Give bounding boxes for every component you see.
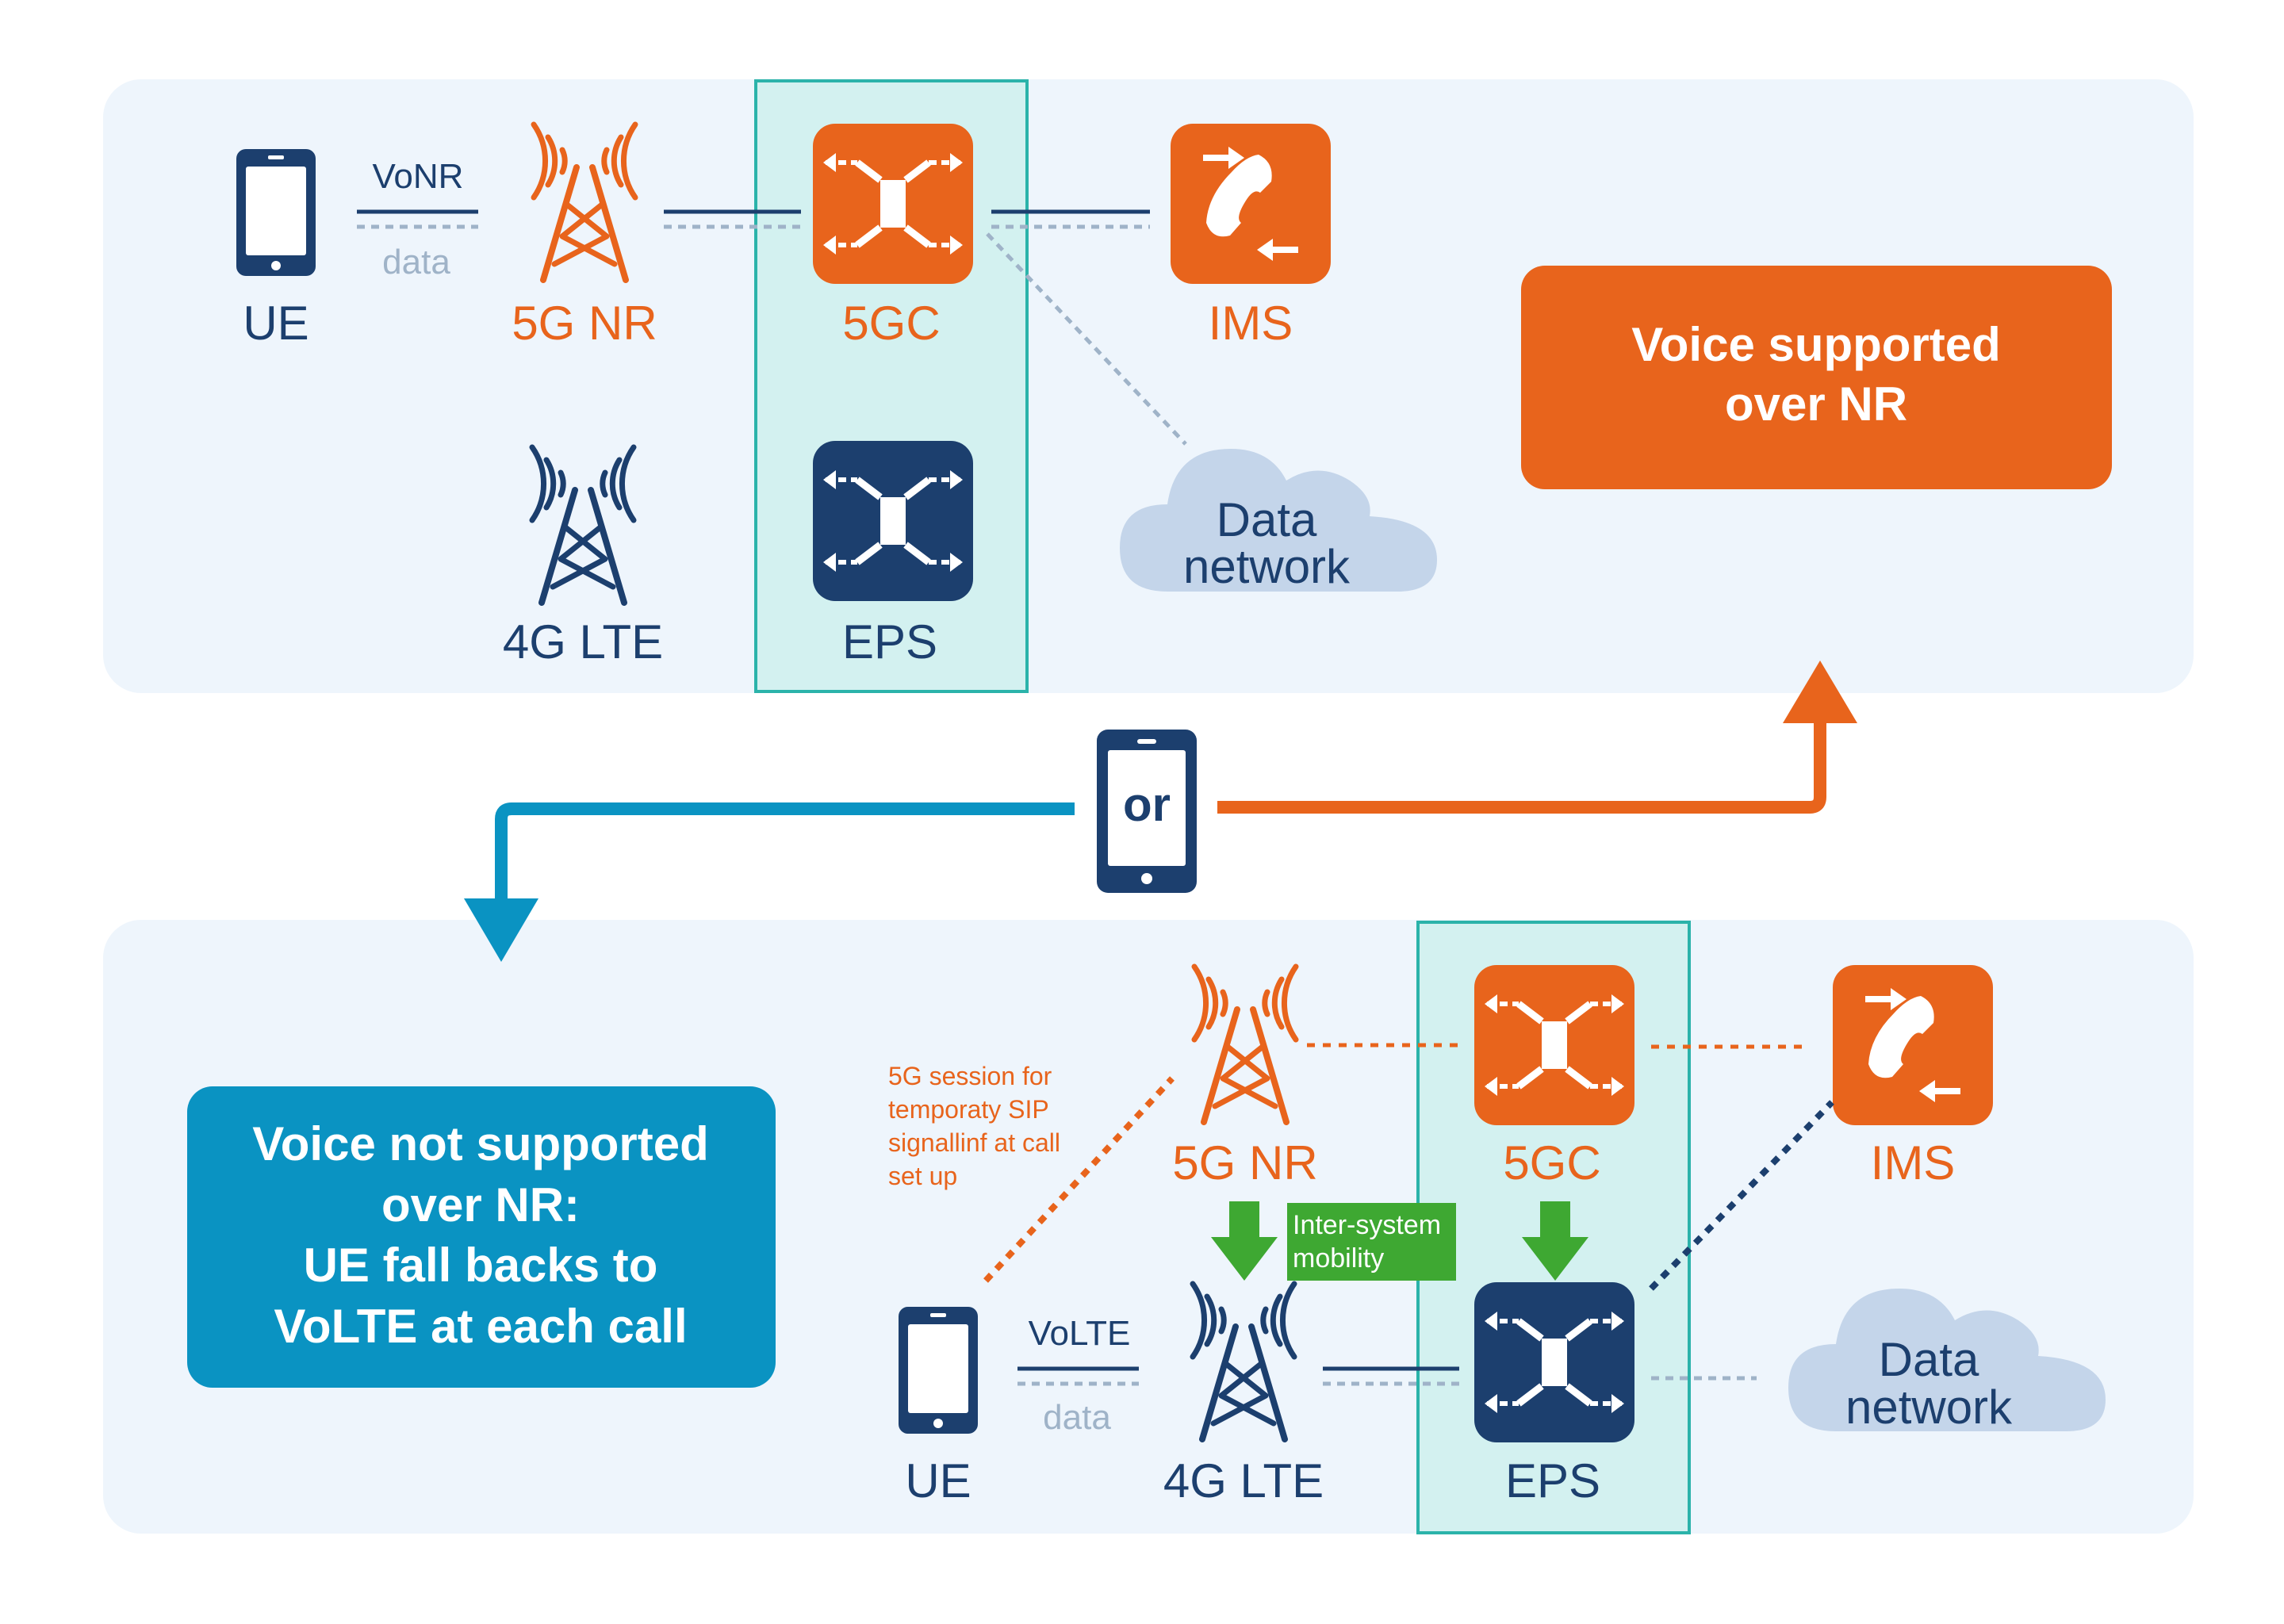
nr-path-arrow-line xyxy=(1217,718,1826,814)
core-5gc-label: 5GC xyxy=(842,297,940,350)
center-phone-icon xyxy=(1097,730,1197,893)
data-network-label-line2: network xyxy=(1183,540,1351,593)
ue-label-bottom: UE xyxy=(905,1454,971,1507)
voice-fallback-line4: VoLTE at each call xyxy=(274,1300,687,1353)
lte-label-bottom: 4G LTE xyxy=(1163,1454,1324,1507)
session-note-line3: signallinf at call xyxy=(888,1128,1060,1157)
voice-fallback-line3: UE fall backs to xyxy=(304,1239,658,1292)
or-label: or xyxy=(1123,778,1171,831)
data-network-label-bottom-line1: Data xyxy=(1879,1333,1979,1386)
fallback-path-arrow-line xyxy=(495,802,1075,904)
mobility-note-line1: Inter-system xyxy=(1293,1210,1441,1240)
ue-nr-signalling-line xyxy=(983,1076,1175,1283)
5gc-data-network-line xyxy=(986,232,1187,446)
session-note-line1: 5G session for xyxy=(888,1062,1052,1090)
voice-fallback-line2: over NR: xyxy=(381,1178,580,1231)
ims-box xyxy=(1171,124,1331,284)
ue-label: UE xyxy=(243,297,308,350)
eps-ims-line xyxy=(1649,1100,1834,1291)
ims-label-bottom: IMS xyxy=(1871,1136,1956,1189)
mobility-arrow-nr-lte xyxy=(1211,1201,1278,1281)
mobility-note-line2: mobility xyxy=(1293,1243,1384,1274)
data-label: data xyxy=(382,243,450,282)
nr-path-arrowhead xyxy=(1783,661,1857,723)
core-5gc-label-bottom: 5GC xyxy=(1503,1136,1600,1189)
core-eps-label: EPS xyxy=(842,615,937,668)
voice-fallback-banner xyxy=(187,1086,776,1388)
top-panel xyxy=(103,79,2194,693)
phone-icon xyxy=(899,1307,978,1434)
voice-supported-line2: over NR xyxy=(1725,377,1907,431)
lte-label: 4G LTE xyxy=(503,615,663,668)
fallback-path-arrowhead xyxy=(464,898,538,962)
nr-label: 5G NR xyxy=(512,297,657,350)
voice-supported-line1: Voice supported xyxy=(1631,318,2001,371)
ims-box-bottom xyxy=(1833,965,1993,1125)
voice-fallback-line1: Voice not supported xyxy=(252,1117,709,1170)
data-network-label-bottom-line2: network xyxy=(1845,1381,2013,1434)
data-label-bottom: data xyxy=(1043,1398,1111,1437)
mobility-note-box xyxy=(1287,1203,1456,1281)
session-note-line2: temporaty SIP xyxy=(888,1095,1049,1124)
mobility-arrow-5gc-eps xyxy=(1522,1201,1588,1281)
voice-supported-banner xyxy=(1521,266,2112,489)
session-note-line4: set up xyxy=(888,1162,957,1190)
phone-icon xyxy=(236,149,316,276)
core-eps-label-bottom: EPS xyxy=(1505,1454,1600,1507)
data-network-label-line1: Data xyxy=(1217,493,1317,546)
nr-label-bottom: 5G NR xyxy=(1172,1136,1317,1189)
volte-label: VoLTE xyxy=(1029,1314,1131,1353)
ims-label: IMS xyxy=(1209,297,1293,350)
vonr-label: VoNR xyxy=(373,157,464,196)
